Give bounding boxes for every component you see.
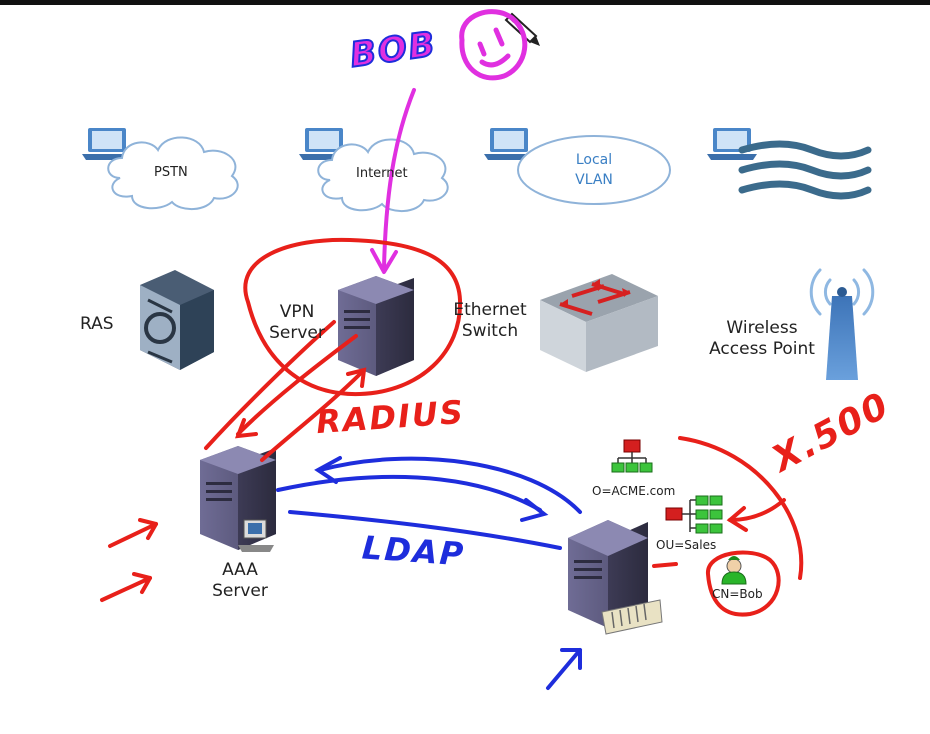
x500-bracket <box>652 436 804 580</box>
wireless-waves-icon <box>738 140 872 200</box>
org-chart-icon <box>665 495 723 534</box>
wireless-ap-line1: Wireless <box>726 318 798 338</box>
laptop-icon <box>484 128 534 160</box>
blue-arrow-bottom <box>546 648 582 690</box>
wireless-ap-line2: Access Point <box>709 339 815 359</box>
red-circle-cn <box>706 550 781 617</box>
magenta-arrow <box>382 88 416 270</box>
dir-cn-label: CN=Bob <box>712 587 763 601</box>
top-border <box>0 0 930 5</box>
antenna-icon <box>809 268 875 380</box>
modem-icon <box>140 270 214 370</box>
radius-arrows <box>204 320 367 462</box>
local-vlan-line1: Local <box>575 152 613 168</box>
server-icon <box>338 276 414 376</box>
local-vlan-line2: VLAN <box>575 172 613 188</box>
ldap-annotation: LDAP <box>360 528 467 574</box>
internet-label: Internet <box>356 166 408 181</box>
server-icon <box>568 520 663 635</box>
local-vlan-label: Local VLAN <box>568 150 620 190</box>
dir-org-label: O=ACME.com <box>592 484 676 498</box>
aaa-server-line1: AAA <box>222 560 258 580</box>
aaa-server-line2: Server <box>212 581 268 601</box>
dir-ou-label: OU=Sales <box>656 538 717 552</box>
aaa-server-label: AAA Server <box>208 560 272 602</box>
org-chart-icon <box>611 439 653 473</box>
ethernet-switch-label: Ethernet Switch <box>448 300 532 342</box>
ethernet-switch-line2: Switch <box>461 321 519 341</box>
network-switch-icon <box>540 274 658 372</box>
server-icon <box>200 446 276 552</box>
vpn-server-line1: VPN <box>279 302 315 322</box>
smiley-icon <box>459 9 528 81</box>
vpn-server-label: VPN Server <box>266 302 328 344</box>
vpn-server-line2: Server <box>269 323 325 343</box>
magenta-arrowhead <box>370 248 398 274</box>
user-icon <box>721 556 747 585</box>
vlan-ellipse <box>517 135 671 205</box>
cloud-icon <box>107 136 239 210</box>
cloud-icon <box>317 138 449 212</box>
pstn-label: PSTN <box>154 165 188 180</box>
red-arrows-left <box>100 518 158 602</box>
wireless-ap-label: Wireless Access Point <box>702 318 822 360</box>
red-circle-vpn <box>243 237 463 397</box>
ras-label: RAS <box>80 314 114 334</box>
ldap-arrows <box>276 456 582 550</box>
ethernet-switch-line1: Ethernet <box>453 300 527 320</box>
laptop-icon <box>707 128 757 160</box>
